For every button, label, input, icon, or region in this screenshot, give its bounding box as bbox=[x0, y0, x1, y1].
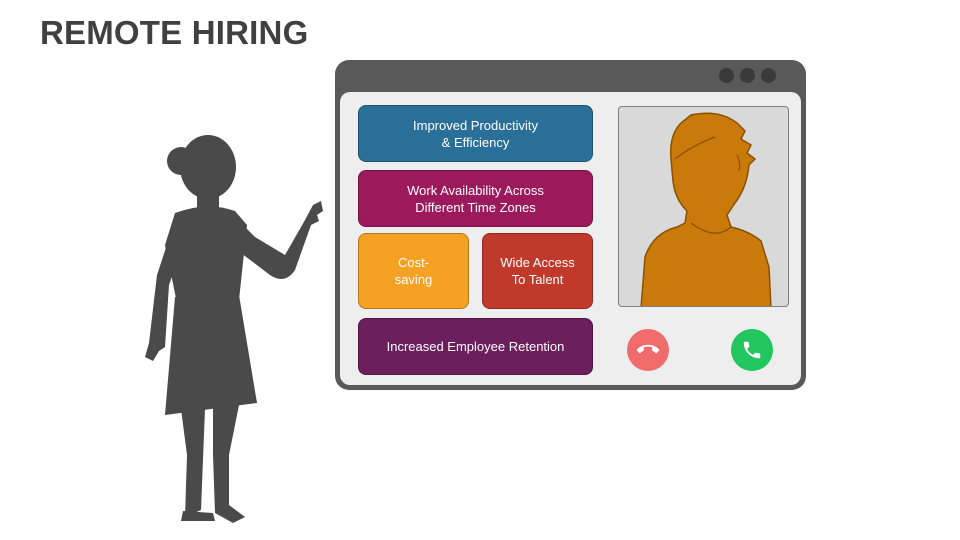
person-silhouette-icon bbox=[640, 112, 772, 306]
decline-call-button[interactable] bbox=[627, 329, 669, 371]
window-body: Improved Productivity & Efficiency Work … bbox=[340, 92, 801, 385]
tile-retention: Increased Employee Retention bbox=[358, 318, 593, 375]
tile-productivity: Improved Productivity & Efficiency bbox=[358, 105, 593, 162]
window-control-dot[interactable] bbox=[740, 68, 755, 83]
tile-availability: Work Availability Across Different Time … bbox=[358, 170, 593, 227]
accept-call-button[interactable] bbox=[731, 329, 773, 371]
woman-silhouette-icon bbox=[145, 135, 323, 523]
video-feed bbox=[618, 106, 789, 307]
window-control-dot[interactable] bbox=[719, 68, 734, 83]
phone-call-icon bbox=[743, 341, 761, 359]
phone-hangup-icon bbox=[637, 344, 659, 354]
tile-talent: Wide Access To Talent bbox=[482, 233, 593, 309]
tile-cost-saving: Cost- saving bbox=[358, 233, 469, 309]
window-control-dot[interactable] bbox=[761, 68, 776, 83]
video-call-window: Improved Productivity & Efficiency Work … bbox=[335, 60, 806, 390]
page-title: REMOTE HIRING bbox=[40, 14, 309, 51]
